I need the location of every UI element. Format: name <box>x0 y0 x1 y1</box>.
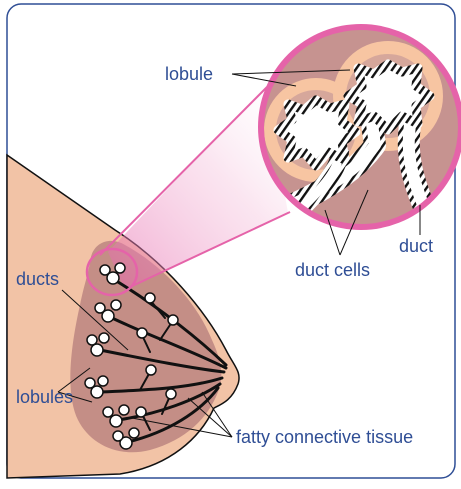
lobule-lumen-left <box>278 100 356 166</box>
label-duct: duct <box>399 236 433 256</box>
label-fatty-connective-tissue: fatty connective tissue <box>236 427 413 447</box>
label-duct-cells: duct cells <box>295 260 370 280</box>
lobule-lumen-right <box>348 64 430 130</box>
label-ducts: ducts <box>16 269 59 289</box>
label-lobules: lobules <box>16 387 73 407</box>
label-lobule: lobule <box>165 64 213 84</box>
